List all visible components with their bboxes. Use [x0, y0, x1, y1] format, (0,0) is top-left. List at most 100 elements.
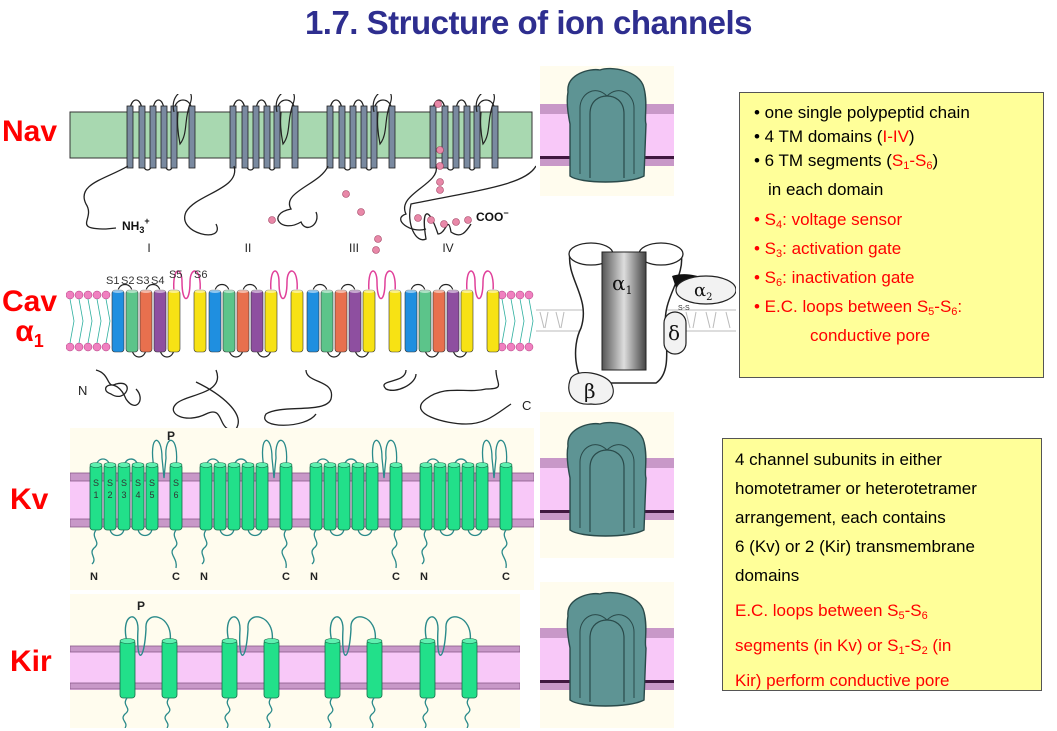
nav-c-tail — [409, 165, 536, 241]
channel-body — [566, 67, 647, 183]
cav-helix-cap — [209, 289, 221, 293]
kir-helix-cap — [119, 638, 136, 644]
kv-helix — [255, 463, 269, 531]
label-cav-alpha1: α1 — [2, 317, 57, 356]
nav-pore-loop — [372, 94, 392, 146]
kv-channel-tetramer — [540, 412, 674, 558]
kir-helix — [366, 639, 383, 699]
kir-svg: P — [70, 599, 520, 728]
nav-domain-label: III — [349, 241, 359, 255]
kv-helix-cap — [213, 462, 227, 468]
kir-tail — [422, 697, 429, 728]
kv-c-tail — [281, 529, 288, 569]
phosphorylation-site — [436, 146, 444, 154]
info-text: • S — [754, 268, 777, 287]
info-line: 6 (Kv) or 2 (Kir) transmembrane — [735, 532, 1041, 561]
kv-helix-cap — [475, 462, 489, 468]
info-text: (in — [927, 636, 952, 655]
info-text: : activation gate — [782, 239, 902, 258]
info-subscript: 6 — [776, 277, 783, 289]
kir-helix — [419, 639, 436, 699]
kv-helix — [475, 463, 489, 531]
kir-helix — [119, 639, 136, 699]
cav-helix — [290, 289, 304, 353]
kir-pore-loop — [124, 616, 171, 656]
info-line: • S6: inactivation gate — [754, 266, 1043, 295]
kv-segment-label: S — [107, 478, 113, 488]
nav-helix — [241, 105, 249, 169]
kv-pore-loop — [481, 439, 508, 479]
cav-helix — [236, 289, 250, 353]
cav-helix — [334, 289, 348, 353]
phosphorylation-site — [452, 218, 460, 226]
info-line: domains — [735, 561, 1041, 590]
kv-segment-number: 6 — [173, 490, 178, 500]
kir-tail — [266, 697, 273, 728]
cav-helix — [404, 289, 418, 353]
cav-helix — [446, 289, 460, 353]
cav-helix-cap — [405, 289, 417, 293]
phosphorylation-site — [374, 235, 382, 243]
kv-terminus-label: N — [420, 571, 428, 583]
lipid-tail — [96, 298, 102, 344]
cav-helix — [153, 289, 167, 353]
info-subscript: 6 — [926, 160, 933, 172]
kv-segment-number: 2 — [107, 490, 112, 500]
kv-pore-loop — [151, 439, 178, 479]
kv-segment-number: 5 — [149, 490, 154, 500]
info-text: I-IV — [882, 127, 909, 146]
lipid-head — [524, 342, 534, 352]
kv-helix — [447, 463, 461, 531]
kv-helix-cap — [199, 462, 213, 468]
nav-pore-loop — [172, 94, 192, 146]
alpha2-label: α2 — [694, 280, 713, 303]
nav-helix — [126, 105, 134, 169]
label-cav: Cav α1 — [2, 287, 57, 356]
kv-segment-number: 1 — [93, 490, 98, 500]
info-line: • S3: activation gate — [754, 237, 1043, 266]
nav-domain-label: I — [147, 241, 150, 255]
kv-helix — [433, 463, 447, 531]
lipid-tail — [105, 298, 111, 344]
info-text: • one single polypeptid chain — [754, 103, 970, 122]
info-text: 6 (Kv) or 2 (Kir) transmembrane — [735, 537, 975, 556]
cav-helix-cap — [126, 289, 138, 293]
kv-helix-cap — [419, 462, 433, 468]
kir-helix-cap — [366, 638, 383, 644]
lipid-tail — [78, 298, 84, 344]
info-text: homotetramer or heterotetramer — [735, 479, 977, 498]
info-subscript: 6 — [951, 306, 958, 318]
info-text: arrangement, each contains — [735, 508, 946, 527]
info-text: : inactivation gate — [782, 268, 915, 287]
lipid-head — [524, 290, 534, 300]
channel-body — [566, 421, 647, 537]
alpha-glyph: α — [15, 315, 34, 348]
cav-helix-cap — [363, 289, 375, 293]
cav-segment-label: S3 — [136, 275, 149, 287]
kv-helix-cap — [241, 462, 255, 468]
kv-helix — [389, 463, 403, 531]
nav-helix — [273, 105, 281, 169]
info-line: • one single polypeptid chain — [754, 101, 1043, 125]
cav-c-terminus-label: C — [522, 398, 531, 413]
info-text: -S — [904, 601, 922, 620]
info-text: domains — [735, 566, 800, 585]
cav-helix-cap — [223, 289, 235, 293]
kv-helix-cap — [499, 462, 513, 468]
cav-loop-1-2 — [172, 369, 239, 431]
info-text: • S — [754, 210, 777, 229]
info-line: • 6 TM segments (S1-S6) — [754, 149, 1043, 178]
phosphorylation-site — [357, 208, 365, 216]
phosphorylation-site — [434, 100, 442, 108]
phosphorylation-site — [440, 220, 448, 228]
nav-helix — [170, 105, 178, 169]
phosphorylation-site — [436, 178, 444, 186]
beta-label: β — [584, 379, 596, 403]
nav-loop-1-2 — [184, 165, 236, 236]
cav-helices — [111, 270, 500, 358]
lipid-tail — [69, 298, 75, 344]
phosphorylation-site — [436, 186, 444, 194]
kv-c-tail — [171, 529, 178, 569]
nav-helix — [349, 105, 357, 169]
cav-helix-cap — [307, 289, 319, 293]
